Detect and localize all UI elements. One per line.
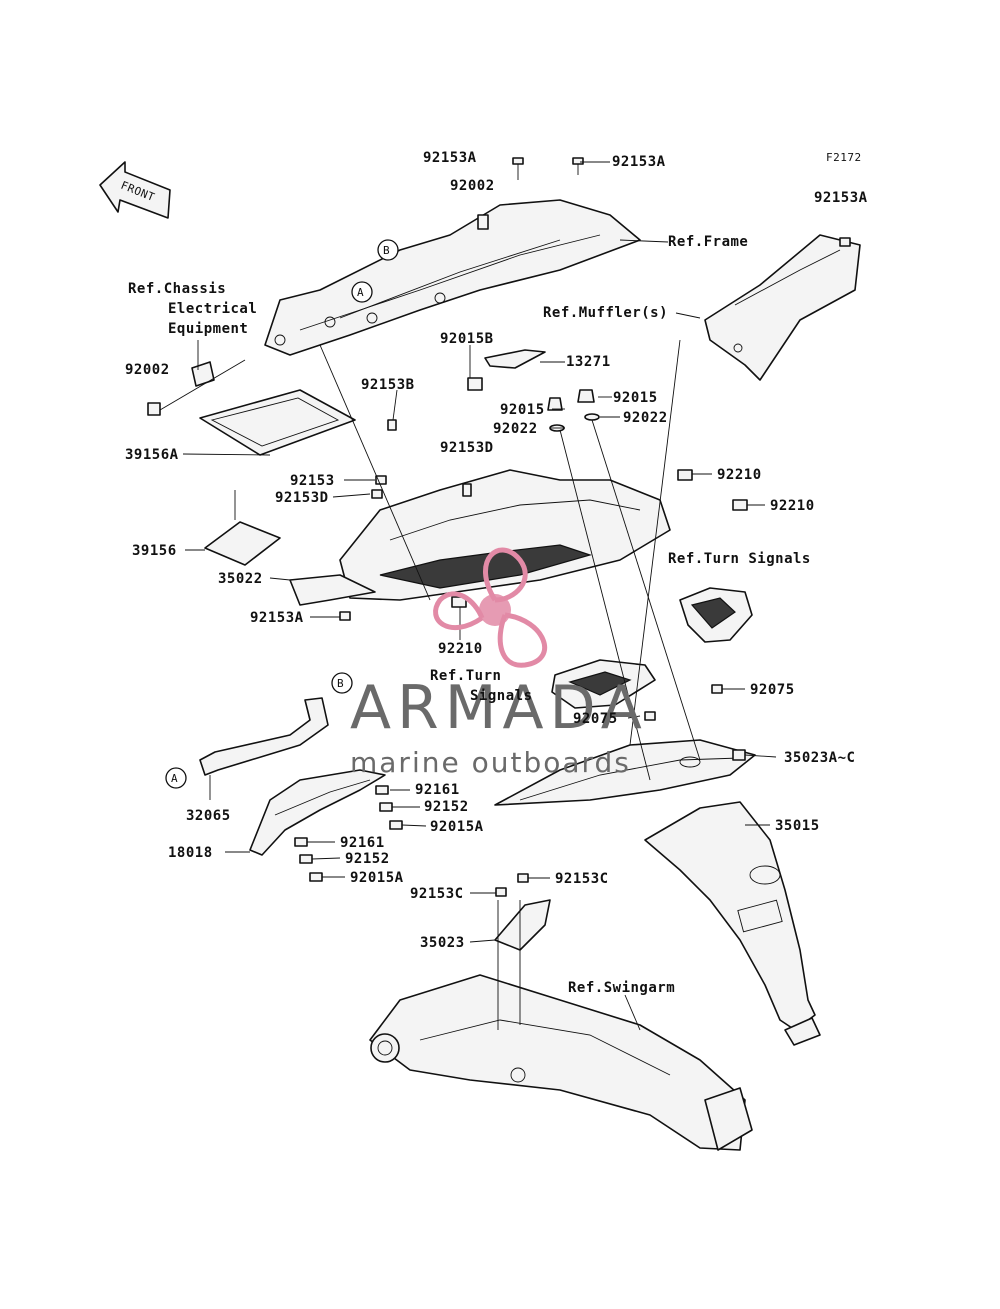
cover-18018-part	[249, 769, 386, 856]
inner-fender-part	[339, 469, 671, 601]
pad-39156-part	[204, 521, 281, 566]
fasteners-group	[147, 157, 851, 897]
part-label: 92161	[340, 835, 385, 851]
part-label: 92153B	[361, 377, 415, 393]
front-arrow-icon: FRONT	[99, 161, 171, 219]
ref-muffler-label: Ref.Muffler(s)	[543, 305, 668, 321]
strip-35022-part	[289, 574, 376, 606]
part-label: 92152	[424, 799, 469, 815]
part-label: 92022	[623, 410, 668, 426]
part-label: 92153C	[410, 886, 464, 902]
part-label: 92022	[493, 421, 538, 437]
part-label: 92015B	[440, 331, 494, 347]
leader-lines	[159, 161, 777, 1031]
rear-fender-35015-part	[644, 801, 821, 1046]
svg-text:A: A	[171, 772, 178, 785]
turn-signal-right-part	[679, 587, 753, 643]
part-label: 92210	[717, 467, 762, 483]
part-label: 92015	[500, 402, 545, 418]
ref-chassis-label-3: Equipment	[168, 321, 248, 337]
svg-text:A: A	[357, 286, 364, 299]
part-label: 92075	[750, 682, 795, 698]
cover-35023AC-part	[494, 739, 756, 806]
bracket-32065-part	[199, 697, 329, 776]
propeller-logo-icon	[433, 547, 548, 668]
part-label: 35023A~C	[784, 750, 855, 766]
pad-39156A-part	[199, 389, 356, 456]
part-label: 39156	[132, 543, 177, 559]
callout-b-bottom: B	[331, 672, 353, 694]
part-label: 35015	[775, 818, 820, 834]
ref-chassis-label-1: Ref.Chassis	[128, 281, 226, 297]
part-label: 35023	[420, 935, 465, 951]
part-label: 92210	[438, 641, 483, 657]
part-label: 92153A	[423, 150, 477, 166]
part-label: 92153D	[275, 490, 329, 506]
part-label: 92153C	[555, 871, 609, 887]
plate-13271-part	[484, 349, 546, 369]
part-label: 13271	[566, 354, 611, 370]
watermark-brand: ARMADA	[350, 673, 648, 743]
frame-rail-part	[264, 199, 641, 356]
figure-code: F2172	[826, 151, 862, 164]
swingarm-part	[369, 974, 753, 1151]
svg-text:B: B	[337, 677, 344, 690]
part-label: 92015	[613, 390, 658, 406]
part-label: 92002	[450, 178, 495, 194]
part-label: 92153A	[814, 190, 868, 206]
part-label: 92015A	[430, 819, 484, 835]
ref-turn-signals-left-label-1: Ref.Turn	[430, 668, 501, 684]
turn-signal-left-part	[551, 659, 656, 709]
part-label: 92153A	[612, 154, 666, 170]
part-label: 92161	[415, 782, 460, 798]
part-label: 92153	[290, 473, 335, 489]
svg-text:B: B	[383, 244, 390, 257]
part-label: 39156A	[125, 447, 179, 463]
callout-a-top: A	[351, 281, 373, 303]
ref-turn-signals-left-label-2: Signals	[470, 688, 533, 704]
part-label: 92152	[345, 851, 390, 867]
callout-b-top: B	[377, 239, 399, 261]
ref-swingarm-label: Ref.Swingarm	[568, 980, 675, 996]
part-label: 92015A	[350, 870, 404, 886]
part-label: 92153A	[250, 610, 304, 626]
ref-chassis-label-2: Electrical	[168, 301, 257, 317]
part-label: 92075	[573, 711, 618, 727]
part-label: 32065	[186, 808, 231, 824]
ref-frame-label: Ref.Frame	[668, 234, 748, 250]
muffler-part	[704, 234, 861, 381]
part-label: 18018	[168, 845, 213, 861]
callout-a-bottom: A	[165, 767, 187, 789]
part-label: 92153D	[440, 440, 494, 456]
armada-watermark: ARMADA marine outboards	[350, 547, 648, 779]
part-label: 92210	[770, 498, 815, 514]
chassis-bracket-part	[191, 361, 215, 387]
ref-turn-signals-right-label: Ref.Turn Signals	[668, 551, 811, 567]
part-label: 35022	[218, 571, 263, 587]
part-label: 92002	[125, 362, 170, 378]
watermark-tagline: marine outboards	[350, 746, 631, 779]
guard-35023-part	[494, 899, 551, 951]
